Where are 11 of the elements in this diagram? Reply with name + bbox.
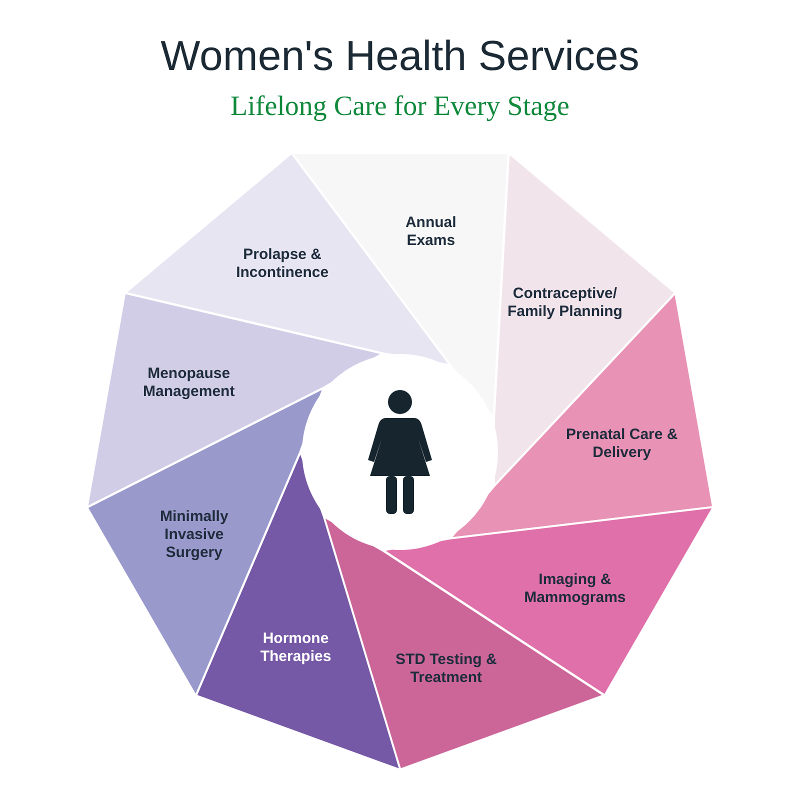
segment-label: Prolapse & Incontinence xyxy=(235,246,330,282)
title: Women's Health Services xyxy=(160,31,640,81)
segment-label: Annual Exams xyxy=(404,214,458,250)
subtitle: Lifelong Care for Every Stage xyxy=(230,90,570,124)
segment-label: Menopause Management xyxy=(142,365,236,402)
segment-label: Hormone Therapies xyxy=(259,630,332,666)
segment-label: Imaging & Mammograms xyxy=(523,570,627,607)
segment-label: STD Testing & Treatment xyxy=(394,651,498,688)
segment-label: Minimally Invasive Surgery xyxy=(158,508,230,562)
segment-label: Prenatal Care & Delivery xyxy=(566,426,678,462)
segment-label: Contraceptive/ Family Planning xyxy=(506,285,624,322)
